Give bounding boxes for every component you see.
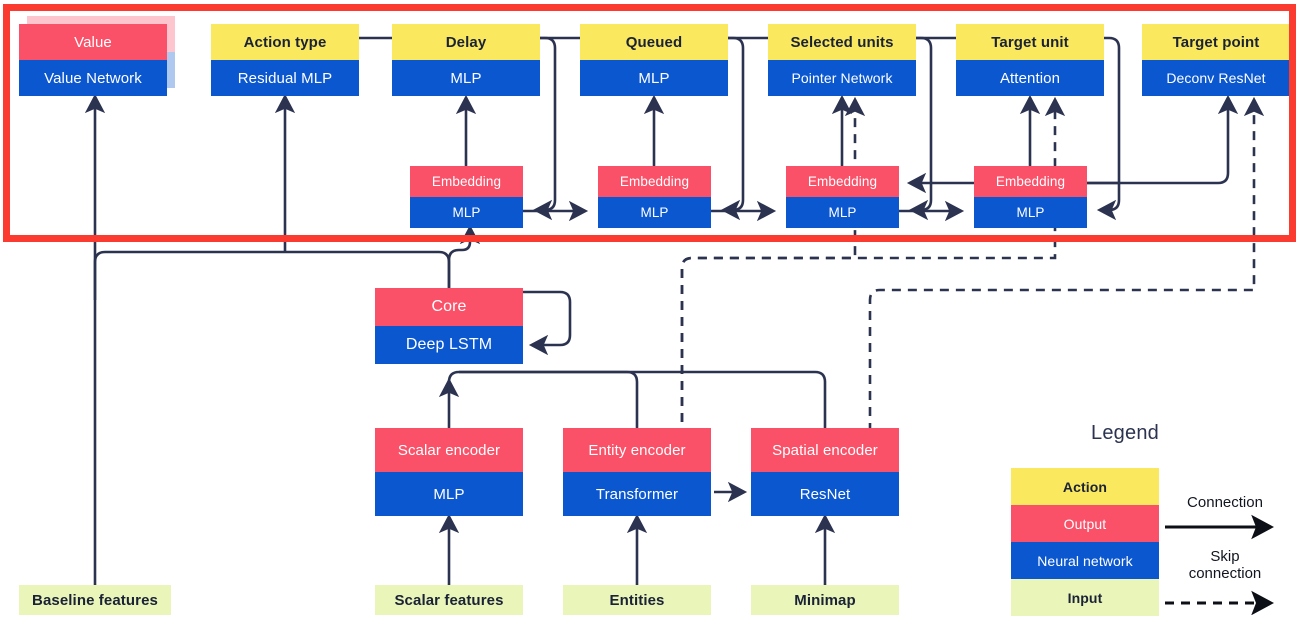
skip-entity-to-selectedunits xyxy=(680,96,866,438)
node-target-unit-subtitle: Attention xyxy=(956,60,1104,96)
node-embedding-3-title: Embedding xyxy=(786,166,899,197)
node-value-title: Value xyxy=(19,24,167,60)
node-target-point-subtitle: Deconv ResNet xyxy=(1142,60,1290,96)
input-scalar-features[interactable]: Scalar features xyxy=(375,585,523,615)
node-action-type-title: Action type xyxy=(211,24,359,60)
legend-connection-label: Connection xyxy=(1187,494,1263,511)
skip-spatial-to-targetpoint xyxy=(868,96,1265,432)
wire-selectedunits-to-embedding4 xyxy=(906,36,1121,221)
node-target-unit[interactable]: Target unit Attention xyxy=(956,24,1104,96)
wire-encoder-bus-to-core xyxy=(449,355,1272,380)
wire-spatial-bus-to-core xyxy=(459,370,827,428)
legend-skip-connection-label: Skip connection xyxy=(1188,548,1262,582)
node-value[interactable]: Value Value Network xyxy=(19,24,167,96)
node-delay[interactable]: Delay MLP xyxy=(392,24,540,96)
node-embedding-2-title: Embedding xyxy=(598,166,711,197)
input-minimap-label: Minimap xyxy=(751,585,899,615)
input-baseline-features[interactable]: Baseline features xyxy=(19,585,171,615)
node-delay-title: Delay xyxy=(392,24,540,60)
node-embedding-4[interactable]: Embedding MLP xyxy=(974,166,1087,228)
legend-title: Legend xyxy=(1091,422,1159,444)
node-delay-subtitle: MLP xyxy=(392,60,540,96)
node-embedding-3-subtitle: MLP xyxy=(786,197,899,228)
legend-arrow-icons xyxy=(1165,514,1275,615)
node-embedding-2-subtitle: MLP xyxy=(598,197,711,228)
wire-core-to-embedding1 xyxy=(447,224,481,300)
wire-core-recurrent-loop xyxy=(500,290,572,356)
node-embedding-4-subtitle: MLP xyxy=(974,197,1087,228)
node-target-point[interactable]: Target point Deconv ResNet xyxy=(1142,24,1290,96)
legend-swatch-input: Input xyxy=(1011,579,1159,616)
wire-entity-bus-to-core xyxy=(447,370,639,428)
legend-swatch-output: Output xyxy=(1011,505,1159,542)
node-spatial-encoder[interactable]: Spatial encoder ResNet xyxy=(751,428,899,516)
input-entities[interactable]: Entities xyxy=(563,585,711,615)
node-value-subtitle: Value Network xyxy=(19,60,167,96)
wire-embedding4-to-targetpoint xyxy=(1084,94,1239,185)
node-action-type[interactable]: Action type Residual MLP xyxy=(211,24,359,96)
legend-swatch-stack: Action Output Neural network Input xyxy=(1011,468,1159,616)
input-entities-label: Entities xyxy=(563,585,711,615)
node-action-type-subtitle: Residual MLP xyxy=(211,60,359,96)
node-embedding-2[interactable]: Embedding MLP xyxy=(598,166,711,228)
node-spatial-encoder-title: Spatial encoder xyxy=(751,428,899,472)
input-scalar-features-label: Scalar features xyxy=(375,585,523,615)
node-embedding-4-title: Embedding xyxy=(974,166,1087,197)
node-queued[interactable]: Queued MLP xyxy=(580,24,728,96)
node-spatial-encoder-subtitle: ResNet xyxy=(751,472,899,516)
node-scalar-encoder-title: Scalar encoder xyxy=(375,428,523,472)
node-selected-units-title: Selected units xyxy=(768,24,916,60)
node-embedding-1[interactable]: Embedding MLP xyxy=(410,166,523,228)
legend-swatch-neural-network: Neural network xyxy=(1011,542,1159,579)
node-scalar-encoder[interactable]: Scalar encoder MLP xyxy=(375,428,523,516)
node-target-unit-title: Target unit xyxy=(956,24,1104,60)
node-entity-encoder[interactable]: Entity encoder Transformer xyxy=(563,428,711,516)
node-entity-encoder-title: Entity encoder xyxy=(563,428,711,472)
node-queued-subtitle: MLP xyxy=(580,60,728,96)
input-minimap[interactable]: Minimap xyxy=(751,585,899,615)
node-embedding-1-title: Embedding xyxy=(410,166,523,197)
input-baseline-features-label: Baseline features xyxy=(19,585,171,615)
node-core[interactable]: Core Deep LSTM xyxy=(375,288,523,364)
node-embedding-1-subtitle: MLP xyxy=(410,197,523,228)
node-embedding-3[interactable]: Embedding MLP xyxy=(786,166,899,228)
node-entity-encoder-subtitle: Transformer xyxy=(563,472,711,516)
node-target-point-title: Target point xyxy=(1142,24,1290,60)
node-scalar-encoder-subtitle: MLP xyxy=(375,472,523,516)
node-core-title: Core xyxy=(375,288,523,326)
node-queued-title: Queued xyxy=(580,24,728,60)
node-core-subtitle: Deep LSTM xyxy=(375,326,523,364)
node-selected-units[interactable]: Selected units Pointer Network xyxy=(768,24,916,96)
legend-swatch-action: Action xyxy=(1011,468,1159,505)
node-selected-units-subtitle: Pointer Network xyxy=(768,60,916,96)
skip-entity-to-targetunit xyxy=(680,96,1066,438)
